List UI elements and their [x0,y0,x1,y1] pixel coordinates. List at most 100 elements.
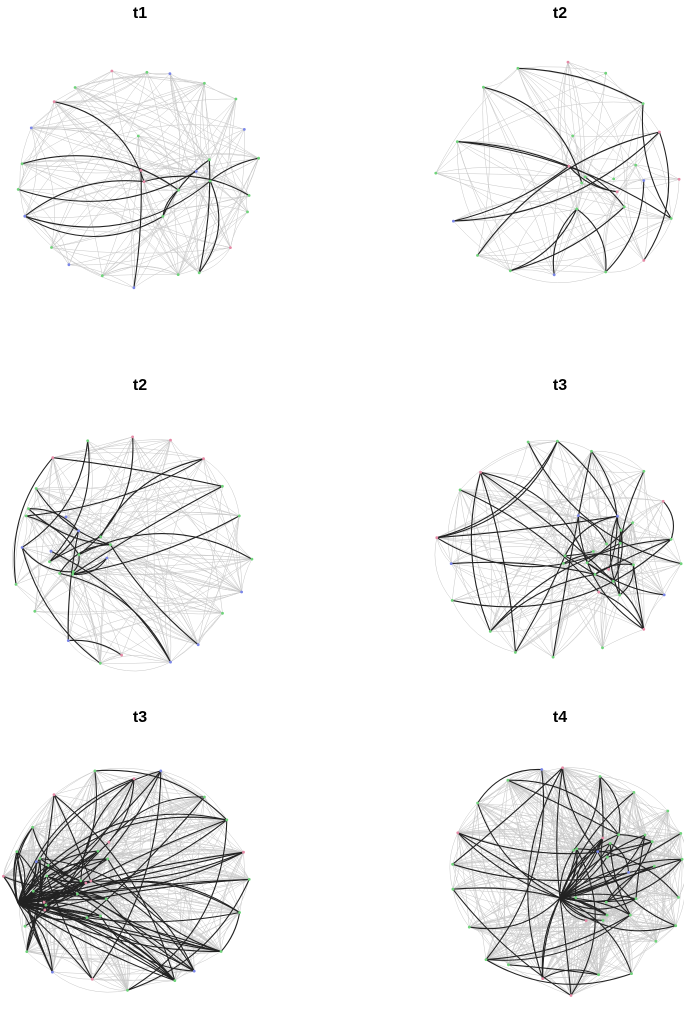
graph-node [140,169,143,172]
graph-node [620,529,623,532]
graph-node [631,521,634,524]
graph-node [644,834,647,837]
graph-node [53,100,56,103]
background-edge [481,441,558,472]
background-edge [170,74,231,248]
graph-node [612,580,615,583]
graph-node [84,882,87,885]
graph-node [203,796,206,799]
graph-node [605,543,608,546]
graph-node [616,190,619,193]
background-edge [436,173,585,177]
graph-node [575,208,578,211]
background-edge [18,189,102,275]
background-edge [100,662,170,663]
highlighted-edge [644,132,669,260]
graph-node [541,977,544,980]
graph-node [651,840,654,843]
background-edge [18,102,54,190]
background-edge [170,74,231,248]
graph-node [94,770,97,773]
graph-node [235,98,238,101]
graph-node [97,850,100,853]
graph-node [670,538,673,541]
graph-node [238,515,241,518]
graph-node [35,860,38,863]
graph-node [68,263,71,266]
graph-node [86,916,89,919]
background-edge [554,219,671,275]
graph-node [679,832,682,835]
graph-node [221,612,224,615]
graph-node [456,831,459,834]
graph-node [225,819,228,822]
graph-node [602,919,605,922]
graph-node [159,770,162,773]
graph-node [655,940,658,943]
graph-node [79,879,82,882]
graph-node [643,470,646,473]
graph-node [601,646,604,649]
graph-node [25,950,28,953]
graph-node [78,553,81,556]
graph-node [195,170,198,173]
graph-node [91,978,94,981]
graph-node [674,924,677,927]
graph-node [635,897,638,900]
graph-node [99,536,102,539]
graph-node [133,777,136,780]
graph-node [552,656,555,659]
graph-node [482,86,485,89]
background-edge [436,68,518,173]
graph-node [570,994,573,997]
graph-node [619,542,622,545]
background-edge [198,486,222,644]
graph-node [485,958,488,961]
background-edge [452,600,515,652]
graph-node [617,833,620,836]
graph-node [479,471,482,474]
graph-node [105,898,108,901]
graph-node [220,950,223,953]
background-edge [242,559,252,592]
graph-node [633,791,636,794]
graph-panel-3: t2 [0,376,280,696]
graph-node [564,554,567,557]
graph-node [50,550,53,553]
graph-node [662,500,665,503]
network-graph [420,376,684,696]
graph-node [666,810,669,813]
background-edge [171,613,223,662]
graph-node [435,536,438,539]
graph-node [76,893,79,896]
graph-node [609,842,612,845]
background-edge [435,538,452,601]
graph-node [450,562,453,565]
graph-node [43,901,46,904]
graph-node [106,557,109,560]
graph-node [193,970,196,973]
graph-node [31,826,34,829]
graph-node [77,529,80,532]
graph-node [605,901,608,904]
graph-node [99,662,102,665]
graph-node [240,591,243,594]
background-edge [102,274,178,275]
graph-node [131,436,134,439]
graph-node [50,246,53,249]
background-edge [246,158,258,212]
graph-node [574,896,577,899]
graph-node [21,546,24,549]
graph-node [556,440,559,443]
graph-node [248,878,251,881]
graph-node [514,651,517,654]
background-edge [518,67,606,74]
background-edge [664,564,681,595]
graph-node [606,914,609,917]
graph-node [451,863,454,866]
graph-node [584,176,587,179]
graph-node [653,865,656,868]
graph-node [47,864,50,867]
graph-node [680,562,683,565]
graph-node [607,568,610,571]
